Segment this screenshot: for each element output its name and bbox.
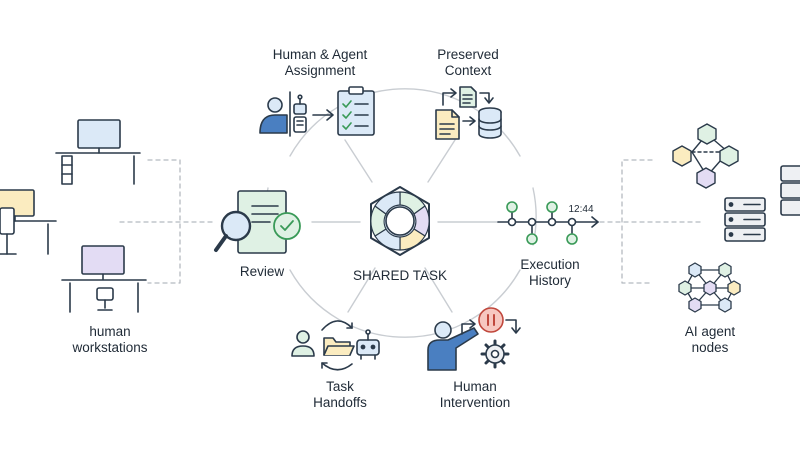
human-workstations-line1: human bbox=[89, 324, 131, 339]
intervention-icon bbox=[427, 307, 521, 371]
workstation-top bbox=[55, 119, 141, 185]
context-label-line2: Context bbox=[444, 63, 492, 78]
context-icon bbox=[435, 86, 502, 140]
timeline-icon bbox=[497, 201, 599, 245]
handoffs-label: Task Handoffs bbox=[295, 379, 385, 411]
ai-agent-nodes-line2: nodes bbox=[691, 340, 729, 355]
human-workstations-line2: workstations bbox=[72, 340, 148, 355]
history-label: Execution History bbox=[500, 257, 600, 289]
review-icon bbox=[214, 190, 301, 254]
review-label: Review bbox=[222, 264, 302, 280]
dashed-links bbox=[119, 159, 701, 284]
workstation-left bbox=[0, 189, 57, 255]
checklist-icon bbox=[337, 86, 375, 136]
handoff-icon bbox=[291, 320, 380, 371]
aperture-logo-icon bbox=[370, 186, 430, 256]
intervention-label: Human Intervention bbox=[420, 379, 530, 411]
shared-task-text: SHARED TASK bbox=[352, 268, 448, 283]
server-icon bbox=[724, 197, 766, 242]
context-label: Preserved Context bbox=[418, 47, 518, 79]
assignment-label-line1: Human & Agent bbox=[272, 47, 368, 62]
assign-arrow bbox=[312, 109, 334, 121]
human-agent-icon bbox=[259, 91, 307, 137]
handoffs-label-line1: Task bbox=[326, 379, 354, 394]
review-label-text: Review bbox=[239, 264, 285, 279]
workstation-bottom bbox=[61, 245, 147, 313]
context-label-line1: Preserved bbox=[437, 47, 499, 62]
history-label-line1: Execution bbox=[520, 257, 580, 272]
ai-agent-nodes-label: AI agent nodes bbox=[665, 324, 755, 356]
intervention-label-line1: Human bbox=[453, 379, 497, 394]
assignment-label: Human & Agent Assignment bbox=[255, 47, 385, 79]
human-workstations-label: human workstations bbox=[60, 324, 160, 356]
cube-network-icon bbox=[672, 123, 739, 189]
intervention-label-line2: Intervention bbox=[439, 395, 511, 410]
assignment-label-line2: Assignment bbox=[284, 63, 356, 78]
history-label-line2: History bbox=[528, 273, 571, 288]
ai-agent-nodes-line1: AI agent bbox=[684, 324, 736, 339]
node-mesh-icon bbox=[678, 262, 741, 313]
timestamp-text: 12:44 bbox=[568, 204, 593, 215]
server-rack-icon bbox=[780, 165, 800, 216]
handoffs-label-line2: Handoffs bbox=[313, 395, 367, 410]
shared-task-label: SHARED TASK bbox=[340, 268, 460, 284]
